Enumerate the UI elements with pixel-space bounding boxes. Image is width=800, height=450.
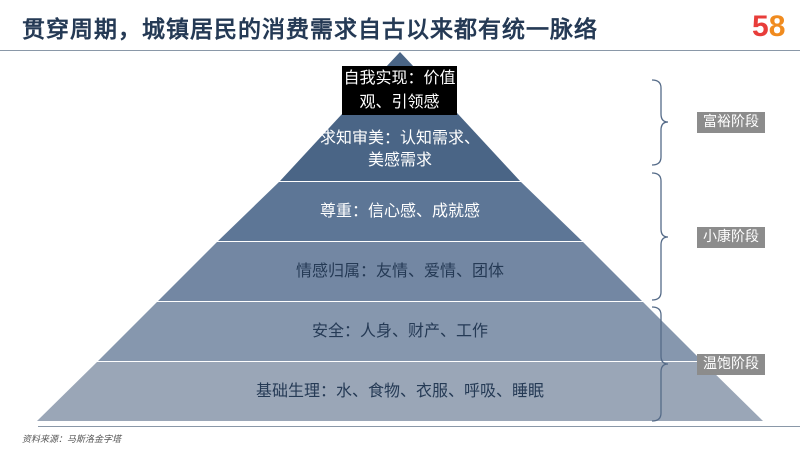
layer-safety: 安全：人身、财产、工作 — [311, 321, 488, 340]
title-divider — [0, 50, 800, 51]
layer-cognitive-aesthetic: 求知审美：认知需求、美感需求 — [320, 128, 481, 169]
pyramid-layer-2 — [280, 114, 520, 181]
layer-self-actualization: 自我实现：价值观、引领感 — [342, 66, 457, 115]
layer-belonging: 情感归属：友情、爱情、团体 — [295, 261, 504, 280]
logo-58: 58 — [752, 10, 786, 43]
footer-divider — [38, 426, 800, 427]
layer-esteem: 尊重：信心感、成就感 — [319, 201, 480, 220]
pyramid-layer-3 — [218, 182, 582, 241]
pyramid-layer-4 — [158, 242, 642, 301]
brace-rich — [651, 79, 669, 166]
source-note: 资料来源：马斯洛金字塔 — [22, 435, 122, 445]
slide-title: 贯穿周期，城镇居民的消费需求自古以来都有统一脉络 — [22, 16, 598, 43]
brace-subsistence — [651, 306, 669, 422]
stage-moderate: 小康阶段 — [697, 227, 765, 248]
brace-moderate — [651, 172, 669, 301]
pyramid-layer-5 — [98, 302, 702, 361]
layer-physiological: 基础生理：水、食物、衣服、呼吸、睡眠 — [255, 381, 544, 400]
stage-subsistence: 温饱阶段 — [697, 354, 765, 375]
pyramid-layer-6 — [37, 362, 763, 421]
stage-rich: 富裕阶段 — [697, 112, 765, 133]
